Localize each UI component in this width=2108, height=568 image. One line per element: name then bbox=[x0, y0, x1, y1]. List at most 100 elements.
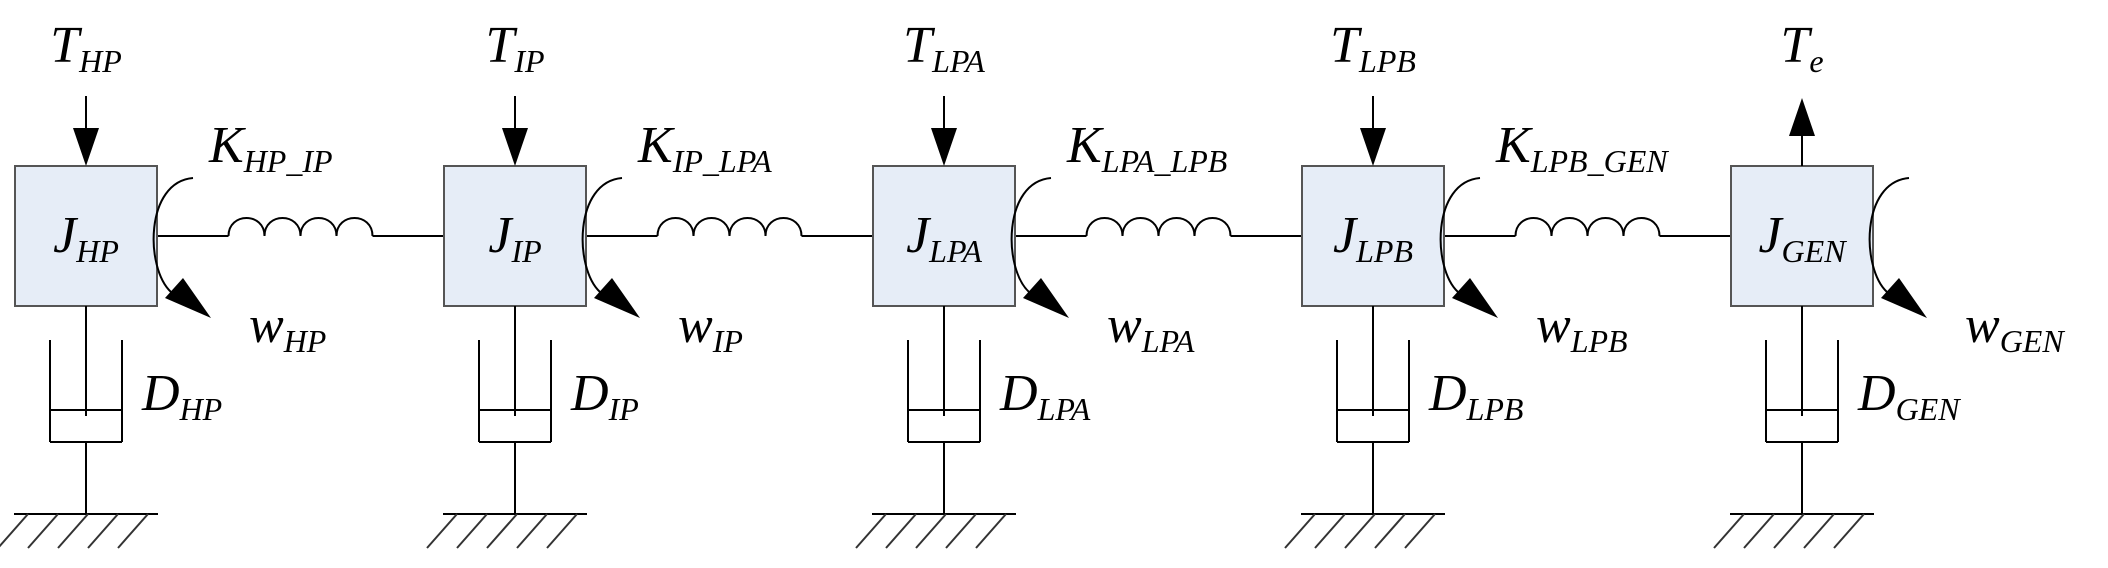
spring-label-4-sub: LPB_GEN bbox=[1530, 143, 1670, 179]
speed-arc-hp bbox=[152, 177, 194, 293]
torque-label-hp-main: T bbox=[50, 17, 82, 74]
damper-label-gen: DGEN bbox=[1857, 365, 1961, 427]
inertia-box-ip bbox=[443, 165, 587, 307]
inertia-label-lpa-main: J bbox=[906, 207, 932, 264]
ground-hatch-hp-4 bbox=[87, 513, 119, 549]
ground-hatch-hp-2 bbox=[27, 513, 59, 549]
spring-coil-3 bbox=[1085, 217, 1232, 237]
torque-label-ip-sub: IP bbox=[513, 43, 544, 79]
torque-label-lpa-sub: LPA bbox=[931, 43, 985, 79]
torque-arrow-gen bbox=[1789, 98, 1815, 136]
spring-label-1-sub: HP_IP bbox=[243, 143, 333, 179]
inertia-label-hp: JHP bbox=[53, 207, 119, 269]
ground-hatch-hp-1 bbox=[0, 513, 29, 548]
inertia-label-ip-sub: IP bbox=[510, 233, 541, 269]
inertia-box-hp bbox=[14, 165, 158, 307]
speed-arc-lpb bbox=[1439, 177, 1481, 293]
inertia-box-gen bbox=[1730, 165, 1874, 307]
damper-label-ip-main: D bbox=[570, 365, 609, 422]
torque-label-gen-sub: e bbox=[1809, 43, 1823, 79]
inertia-label-lpa: JLPA bbox=[906, 207, 982, 269]
damper-label-lpa-sub: LPA bbox=[1037, 391, 1091, 427]
spring-coil-1 bbox=[227, 217, 374, 237]
torque-label-gen: Te bbox=[1780, 17, 1823, 79]
ground-hatch-ip-3 bbox=[486, 513, 518, 549]
torque-label-lpa: TLPA bbox=[903, 17, 985, 79]
spring-label-4-main: K bbox=[1495, 117, 1533, 174]
ground-hatch-lpa-1 bbox=[855, 513, 887, 549]
ground-hatch-hp-3 bbox=[57, 513, 89, 549]
spring-label-1: KHP_IP bbox=[208, 117, 333, 179]
damper-label-lpb: DLPB bbox=[1428, 365, 1523, 427]
speed-arrow-lpb bbox=[1452, 278, 1498, 318]
torque-label-hp: THP bbox=[50, 17, 122, 79]
spring-coil-4 bbox=[1514, 217, 1661, 237]
ground-hatch-lpa-2 bbox=[885, 513, 917, 549]
ground-hatch-ip-1 bbox=[426, 513, 458, 549]
speed-arrow-lpa bbox=[1023, 278, 1069, 318]
torque-label-ip: TIP bbox=[485, 17, 544, 79]
spring-label-2: KIP_LPA bbox=[637, 117, 772, 179]
torque-label-ip-main: T bbox=[485, 17, 517, 74]
spring-label-2-main: K bbox=[637, 117, 675, 174]
speed-label-gen-main: w bbox=[1965, 297, 2000, 354]
inertia-label-gen: JGEN bbox=[1758, 207, 1847, 269]
ground-hatch-lpb-1 bbox=[1284, 513, 1316, 549]
speed-label-gen: wGEN bbox=[1965, 297, 2065, 359]
inertia-label-lpb-sub: LPB bbox=[1355, 233, 1413, 269]
damper-label-hp: DHP bbox=[141, 365, 222, 427]
damper-label-lpa: DLPA bbox=[999, 365, 1091, 427]
damper-label-gen-main: D bbox=[1857, 365, 1896, 422]
speed-label-hp-main: w bbox=[249, 297, 284, 354]
torque-label-lpa-main: T bbox=[903, 17, 935, 74]
speed-arc-ip bbox=[581, 177, 623, 293]
inertia-label-ip: JIP bbox=[488, 207, 541, 269]
spring-label-3: KLPA_LPB bbox=[1066, 117, 1227, 179]
ground-hatch-gen-1 bbox=[1713, 513, 1745, 549]
speed-arc-gen bbox=[1868, 177, 1910, 293]
torque-label-gen-main: T bbox=[1780, 17, 1812, 74]
torque-label-lpb-main: T bbox=[1330, 17, 1362, 74]
speed-label-lpb: wLPB bbox=[1536, 297, 1628, 359]
torque-label-hp-sub: HP bbox=[78, 43, 122, 79]
inertia-label-gen-main: J bbox=[1758, 207, 1784, 264]
speed-label-lpa-main: w bbox=[1107, 297, 1142, 354]
ground-hatch-gen-2 bbox=[1743, 513, 1775, 549]
ground-hatch-lpb-3 bbox=[1344, 513, 1376, 549]
ground-hatch-gen-5 bbox=[1833, 513, 1865, 549]
damper-label-gen-sub: GEN bbox=[1896, 391, 1962, 427]
inertia-label-lpa-sub: LPA bbox=[928, 233, 982, 269]
spring-label-2-sub: IP_LPA bbox=[672, 143, 772, 179]
ground-hatch-ip-5 bbox=[546, 513, 578, 549]
inertia-label-lpb-main: J bbox=[1333, 207, 1359, 264]
torque-label-lpb: TLPB bbox=[1330, 17, 1416, 79]
speed-label-hp-sub: HP bbox=[283, 323, 327, 359]
speed-arrow-ip bbox=[594, 278, 640, 318]
ground-hatch-ip-2 bbox=[456, 513, 488, 549]
speed-label-lpb-main: w bbox=[1536, 297, 1571, 354]
torque-arrow-ip bbox=[502, 128, 528, 166]
ground-hatch-lpa-4 bbox=[945, 513, 977, 549]
torque-arrow-lpa bbox=[931, 128, 957, 166]
ground-hatch-ip-4 bbox=[516, 513, 548, 549]
inertia-label-ip-main: J bbox=[488, 207, 514, 264]
speed-label-hp: wHP bbox=[249, 297, 326, 359]
inertia-label-lpb: JLPB bbox=[1333, 207, 1413, 269]
ground-hatch-lpb-5 bbox=[1404, 513, 1436, 549]
ground-hatch-lpa-5 bbox=[975, 513, 1007, 549]
damper-label-lpa-main: D bbox=[999, 365, 1038, 422]
ground-hatch-gen-4 bbox=[1803, 513, 1835, 549]
torque-arrow-lpb bbox=[1360, 128, 1386, 166]
inertia-label-hp-main: J bbox=[53, 207, 79, 264]
damper-label-hp-main: D bbox=[141, 365, 180, 422]
damper-label-lpb-sub: LPB bbox=[1466, 391, 1524, 427]
speed-label-ip-main: w bbox=[678, 297, 713, 354]
ground-hatch-lpa-3 bbox=[915, 513, 947, 549]
damper-label-ip-sub: IP bbox=[608, 391, 639, 427]
damper-label-lpb-main: D bbox=[1428, 365, 1467, 422]
inertia-label-hp-sub: HP bbox=[75, 233, 119, 269]
spring-coil-2 bbox=[656, 217, 803, 237]
inertia-label-gen-sub: GEN bbox=[1782, 233, 1848, 269]
speed-label-lpa-sub: LPA bbox=[1141, 323, 1195, 359]
